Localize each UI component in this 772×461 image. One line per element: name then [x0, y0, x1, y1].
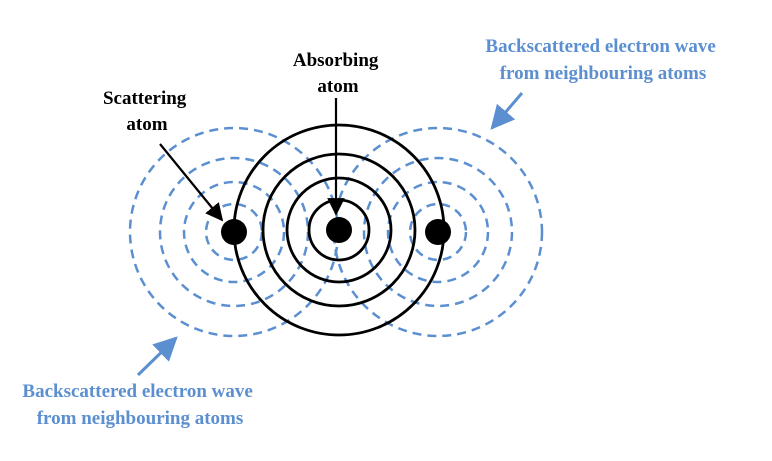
left-wave-ring-2	[182, 180, 286, 284]
backscatter-top-arrow	[490, 92, 524, 130]
backscatter-bottom-label-line-1: Backscattered electron wave	[22, 381, 252, 402]
right-wave-ring-3	[362, 156, 514, 308]
right-wave-ring-2	[386, 180, 490, 284]
outgoing-ring-2	[285, 176, 393, 284]
scattering-atom-label: Scattering atom	[103, 88, 191, 135]
scattering-atom-left	[221, 219, 247, 245]
absorbing-atom-label-line-2: atom	[317, 76, 358, 97]
scattering-atom-right	[425, 219, 451, 245]
scattering-atom-arrow	[159, 143, 224, 222]
backscatter-bottom-label-line-2: from neighbouring atoms	[37, 408, 244, 429]
backscatter-top-label-line-2: from neighbouring atoms	[500, 63, 707, 84]
backscatter-bottom-arrow	[136, 336, 178, 377]
backscatter-top-label-line-1: Backscattered electron wave	[485, 36, 715, 57]
absorbing-atom-label: Absorbing atom	[293, 50, 383, 97]
outgoing-ring-3	[261, 152, 417, 308]
scattering-atom-label-line-2: atom	[126, 114, 167, 135]
absorbing-atom-label-line-1: Absorbing	[293, 50, 379, 71]
right-wave-ring-1	[408, 202, 468, 262]
absorbing-atom	[326, 217, 352, 243]
right-wave-ring-4	[332, 126, 544, 338]
backscatter-top-label: Backscattered electron wave from neighbo…	[485, 36, 720, 84]
scattering-atom-label-line-1: Scattering	[103, 88, 187, 109]
right-backscattered-wave	[332, 126, 544, 338]
backscatter-bottom-label: Backscattered electron wave from neighbo…	[22, 381, 257, 429]
